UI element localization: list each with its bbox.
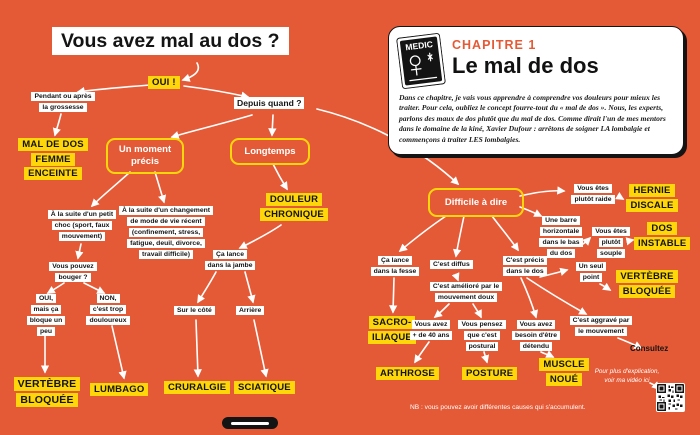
node-besoin-detendu: Vous avez besoin d'être détendu	[508, 320, 564, 353]
nb-note: NB : vous pouvez avoir différentes cause…	[410, 404, 586, 411]
node-grossesse: Pendant ou après la grossesse	[16, 92, 110, 114]
medic-magazine-icon: MEDIC	[396, 33, 446, 89]
chapter-intro-text: Dans ce chapitre, je vais vous apprendre…	[399, 93, 666, 144]
outcome-douleur-chronique: DOULEUR CHRONIQUE	[252, 193, 336, 222]
node-consultez: Consultez	[630, 344, 669, 353]
node-un-seul-point: Un seul point	[570, 262, 612, 284]
outcome-sacro-iliaque: SACRO- ILIAQUE	[362, 316, 422, 345]
node-cest-diffus: C'est diffus	[430, 260, 473, 271]
qr-caption: Pour plus d'explication, voir ma vidéo i…	[594, 368, 660, 384]
outcome-vertebre-bloquee-gauche: VERTÈBRE BLOQUÉE	[6, 376, 88, 409]
node-oui: OUI !	[148, 76, 180, 91]
node-petit-choc: À la suite d'un petit choc (sport, faux …	[38, 210, 126, 243]
outcome-lumbago: LUMBAGO	[90, 383, 149, 398]
node-ameliore-mouvement-doux: C'est amélioré par le mouvement doux	[424, 282, 508, 304]
node-changement-mode-de-vie: À la suite d'un changement de mode de vi…	[116, 206, 216, 260]
chapter-card-titles: CHAPITRE 1 Le mal de dos	[452, 35, 599, 77]
node-ca-lance-fesse: Ça lance dans la fesse	[364, 256, 426, 278]
outcome-dos-instable: DOS INSTABLE	[634, 222, 691, 251]
outcome-posture: POSTURE	[462, 367, 518, 382]
node-cest-precis-dos: C'est précis dans le dos	[496, 256, 554, 278]
chapter-card: MEDIC CHAPITRE 1 Le mal de dos Dans ce c…	[388, 26, 684, 156]
outcome-cruralgie: CRURALGIE	[164, 381, 231, 396]
medic-logo-text: MEDIC	[405, 39, 434, 52]
node-plutot-souple: Vous êtes plutôt souple	[588, 227, 634, 260]
outcome-hernie-discale: HERNIE DISCALE	[624, 184, 680, 213]
node-difficile-a-dire: Difficile à dire	[428, 188, 524, 217]
chapter-kicker: CHAPITRE 1	[452, 38, 537, 52]
node-plutot-raide: Vous êtes plutôt raide	[568, 184, 618, 206]
node-un-moment-precis: Un moment précis	[106, 138, 184, 174]
node-ca-lance-jambe: Ça lance dans la jambe	[194, 250, 266, 272]
footer-badge	[222, 417, 278, 429]
outcome-vertebre-bloquee-droite: VERTÈBRE BLOQUÉE	[612, 270, 682, 299]
chapter-title: Le mal de dos	[452, 53, 599, 78]
outcome-muscle-noue: MUSCLE NOUÉ	[534, 358, 594, 387]
node-longtemps: Longtemps	[230, 138, 310, 165]
node-plus-40-ans: Vous avez + de 40 ans	[406, 320, 456, 342]
chapter-card-header: MEDIC CHAPITRE 1 Le mal de dos	[396, 33, 673, 89]
page-title: Vous avez mal au dos ?	[52, 27, 289, 55]
node-arriere: Arrière	[236, 306, 265, 317]
node-depuis-quand: Depuis quand ?	[234, 97, 305, 111]
outcome-arthrose: ARTHROSE	[376, 367, 439, 382]
node-non-douloureux: NON, c'est trop douloureux	[80, 294, 136, 327]
node-oui-bloque: OUI, mais ça bloque un peu	[20, 294, 72, 338]
node-vous-pouvez-bouger: Vous pouvez bouger ?	[36, 262, 110, 284]
node-sur-le-cote: Sur le côté	[174, 306, 215, 317]
qr-code	[656, 383, 685, 412]
page-title-text: Vous avez mal au dos ?	[52, 27, 289, 55]
node-barre-horizontale: Une barre horizontale dans le bas du dos	[534, 216, 588, 260]
node-aggrave-mouvement: C'est aggravé par le mouvement	[566, 316, 636, 338]
node-pensez-postural: Vous pensez que c'est postural	[454, 320, 510, 353]
outcome-mal-de-dos-femme-enceinte: MAL DE DOS FEMME ENCEINTE	[10, 138, 96, 182]
outcome-sciatique: SCIATIQUE	[234, 381, 295, 396]
